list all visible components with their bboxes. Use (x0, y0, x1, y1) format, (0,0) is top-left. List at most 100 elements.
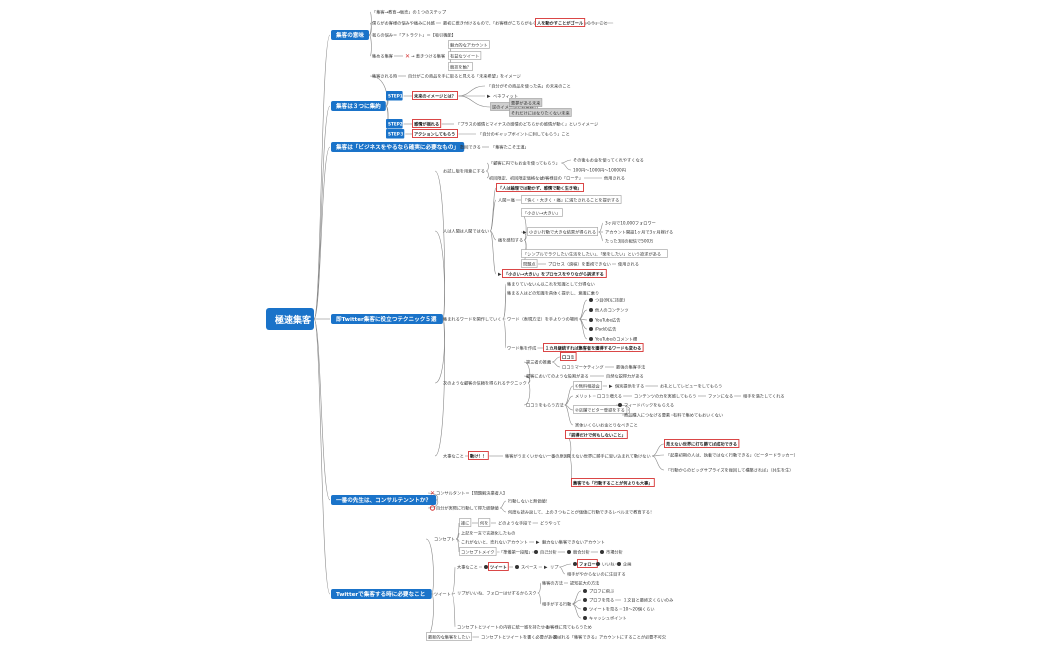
node-n_d31[interactable]: YouTubeのコメント欄 (589, 336, 637, 343)
node-n_f1[interactable]: コンセプト (434, 537, 455, 543)
node-n_f9[interactable]: コンセプトメイク (459, 547, 497, 556)
node-n_a9[interactable]: 有益なツイート (448, 51, 482, 60)
node-n_a2[interactable]: 僕らがお客様の悩みや痛みに共感 (372, 20, 435, 27)
node-n_e2[interactable]: 自分が実際に行動して得た経験値 (429, 505, 499, 512)
node-n_f36[interactable]: コンセプトとツイートを書く必要がある (481, 634, 556, 641)
node-n_d20[interactable]: プロセス（過程）を重視できない (548, 261, 611, 268)
node-n_d63[interactable]: 集客でも「行動することが何よりも大事」 (571, 478, 655, 487)
branch-4[interactable]: 即Twitter集客に役立つテクニック５選 (331, 314, 443, 324)
node-n_d58[interactable]: 集客がうまくいかない一番の原因 (505, 453, 568, 460)
node-n_b1[interactable]: 集客される時 (372, 73, 398, 80)
node-n_d28[interactable]: 他人のコンテンツ (589, 307, 629, 314)
node-n_d24[interactable]: 集まりていないん以これを知識として分得ない (507, 281, 595, 288)
node-n_b11[interactable]: 感情が揺れる (412, 119, 442, 128)
node-n_d44[interactable]: お礼としてレビューをしてもらう (660, 383, 722, 390)
node-n_d25[interactable]: 集まる人はどの知識を具体く提示し、意識に乗り (507, 290, 599, 297)
node-n_d52[interactable]: 商品購入につなげる要素 (624, 412, 670, 419)
node-n_f29[interactable]: １文目と最終文くらいのみ (623, 597, 673, 604)
node-n_a1[interactable]: 「集客→教育→販売」の１つのステップ (372, 9, 447, 16)
node-n_f12[interactable]: 競合分析 (567, 549, 590, 556)
node-n_f22[interactable]: 相手がやからないのに注目する (567, 571, 626, 578)
node-n_d35[interactable]: 第三者の推薦 (526, 359, 551, 366)
node-n_e1[interactable]: ✕コンサルタント＝【問題解決業者人】 (430, 490, 507, 498)
node-n_a6[interactable]: 人を動かすことがゴール (535, 18, 586, 27)
node-n_c2[interactable]: 「集客たこそ王道」 (491, 144, 529, 151)
node-n_f35[interactable]: 最新的な集客をしたい (426, 632, 472, 641)
node-n_d21[interactable]: 使用される (618, 261, 639, 268)
node-n_f33[interactable]: コンセプトとツイートの内容に統一感を持たせる (457, 624, 549, 631)
node-n_d13[interactable]: 「小さい→大きい」 (521, 208, 563, 217)
node-n_a4[interactable]: 集める集客 (372, 53, 394, 60)
node-n_d5[interactable]: 初回限定、初回限定価格など (489, 175, 544, 182)
node-n_d10[interactable]: 人間＝痛 (498, 197, 515, 204)
node-n_d26[interactable]: ワード（表現方法）を手よりつの場所 (507, 316, 578, 323)
node-n_b12[interactable]: 「プラスの感情とマイナスの感情のどちらかの感情が動く」というイメージ (456, 121, 598, 128)
node-n_d46[interactable]: 口コミ増える (597, 393, 622, 400)
node-n_d16[interactable]: アカウント開設1ヶ月で3ヶ月稼げる (605, 229, 673, 236)
node-n_d8[interactable]: 人は人間は人間ではない (443, 228, 489, 235)
node-n_d22[interactable]: ▶「小さい→大きい」をプロセスをやりながら訴求する (498, 269, 607, 278)
root-node[interactable]: 極速集客 (266, 308, 314, 330)
node-n_d6[interactable]: お客様目の「ローテ」 (541, 175, 583, 182)
node-n_d39[interactable]: 顧客においてのような役割がある (526, 373, 589, 380)
node-n_d55[interactable]: 大事なこと (443, 453, 464, 460)
node-n_d12[interactable]: 痛を感知する (498, 237, 523, 244)
node-n_b2[interactable]: 自分がこの商品を手に取ると見える「未来希望」をイメージ (408, 73, 521, 80)
node-n_d30[interactable]: iPadの広告 (589, 326, 616, 333)
node-n_f23[interactable]: リプがいいね、フォローはせずるからスク (457, 590, 537, 597)
node-n_f28[interactable]: プロフを見る (583, 597, 614, 604)
node-n_a7[interactable]: ✕→ 惹きつける集客 (405, 53, 446, 61)
node-n_f15[interactable]: 大事なこと (457, 564, 478, 571)
branch-5[interactable]: 一番の先生は、コンサルテンントか？ (331, 495, 437, 505)
node-n_f18[interactable]: ▶リプ (544, 565, 559, 571)
node-n_f32[interactable]: キャッシュポイント (583, 615, 627, 621)
node-n_f13[interactable]: 市場分析 (600, 549, 623, 556)
node-n_f20[interactable]: いいね (596, 562, 615, 568)
branch-2[interactable]: 集客は３つに集約 (331, 101, 386, 111)
node-n_b9[interactable]: それだけにはなりたくない未来 (509, 108, 572, 117)
node-n_f34[interactable]: お客様に見てもらうため (546, 624, 592, 631)
node-n_d29[interactable]: YouTube広告 (589, 317, 620, 324)
node-n_e4[interactable]: 何度も読み返して、上の３つもことが価値に行動できるレベルまで教育する！ (508, 509, 654, 516)
node-n_d9[interactable]: 「人は論理では動かず、感情で動く生き物」 (496, 183, 584, 192)
node-n_d43[interactable]: ▶個別提供をする (609, 383, 644, 390)
node-n_f19[interactable]: フォロー (573, 559, 598, 568)
node-n_a3[interactable]: 我らの悩み＝「アトラクト」＝【吸引機能】 (372, 32, 456, 39)
node-n_a5[interactable]: 最初に惹き付けるもので、「お客様がこちらがもらうアクションを起こしてもらう」こと (443, 20, 608, 27)
node-n_d51[interactable]: フィードバックをもらえる (618, 402, 674, 409)
node-n_f26[interactable]: 相手がする行動 (542, 601, 571, 608)
node-n_b15[interactable]: 「自分のギャップポイントに刺してもらう」こと (478, 131, 570, 138)
node-n_f10[interactable]: 「準備第一段階」 (499, 549, 533, 556)
node-n_d1[interactable]: お試し版を用意にする (443, 168, 485, 175)
node-n_b13[interactable]: STEP３ (386, 129, 405, 139)
node-n_f6[interactable]: 上記を一言で言語化したもの (461, 530, 515, 537)
node-n_d27[interactable]: つ目(例)に技能) (589, 297, 625, 304)
node-n_d23[interactable]: 集まれるワードを開作していく (443, 316, 502, 323)
node-n_d60[interactable]: 見えない世界に打ち勝てば成功できる (664, 439, 740, 448)
node-n_f3[interactable]: 何を (478, 518, 491, 527)
node-n_f14[interactable]: ツイート (434, 592, 451, 597)
node-n_d32[interactable]: ワード集を作成 (507, 345, 536, 352)
node-n_d50[interactable]: ②店舗でビター登録をする (573, 405, 628, 414)
node-n_f7[interactable]: これがないと、売れないアカウント (461, 539, 528, 546)
node-n_b8[interactable]: 悪夢がある未来 (509, 98, 543, 107)
node-n_b5[interactable]: 「自分がその商品を使った先」の未来のこと (487, 83, 571, 90)
node-n_f16[interactable]: ツイート (484, 562, 509, 571)
node-n_e3[interactable]: 行動しないと無価値！ (508, 498, 550, 505)
node-n_f2[interactable]: 誰に (459, 518, 472, 527)
node-n_d38[interactable]: 最強の集客手法 (616, 364, 645, 371)
node-n_d2[interactable]: 「顧客に円でもお金を使ってもらう」 (489, 160, 560, 167)
node-n_b14[interactable]: アクションしてもらう (412, 129, 458, 138)
node-n_c1[interactable]: 数回できる (460, 144, 481, 151)
node-n_f17[interactable]: スペース (515, 565, 537, 570)
node-n_d19[interactable]: 問題点 (521, 259, 538, 268)
node-n_d41[interactable]: 口コミをもらう方法 (526, 402, 564, 409)
node-n_d57[interactable]: 動け！！ (468, 451, 489, 460)
node-n_d18[interactable]: 「シンプルでラクしたい生活をしたい」、「楽をしたい」という欲求がある (521, 249, 668, 258)
node-n_f25[interactable]: 認知拡大の方法 (570, 580, 599, 587)
node-n_d59[interactable]: 見えない世界に勝手に思い込まれて動けない (567, 453, 651, 460)
node-n_d11[interactable]: 「快く・大きく・痛」に満たされることを提示する (521, 195, 622, 204)
node-n_d48[interactable]: ファンになる (708, 393, 733, 400)
node-n_f31[interactable]: 10〜20個くらい (623, 606, 655, 613)
node-n_d40[interactable]: 自然な説得力がある (606, 373, 644, 380)
